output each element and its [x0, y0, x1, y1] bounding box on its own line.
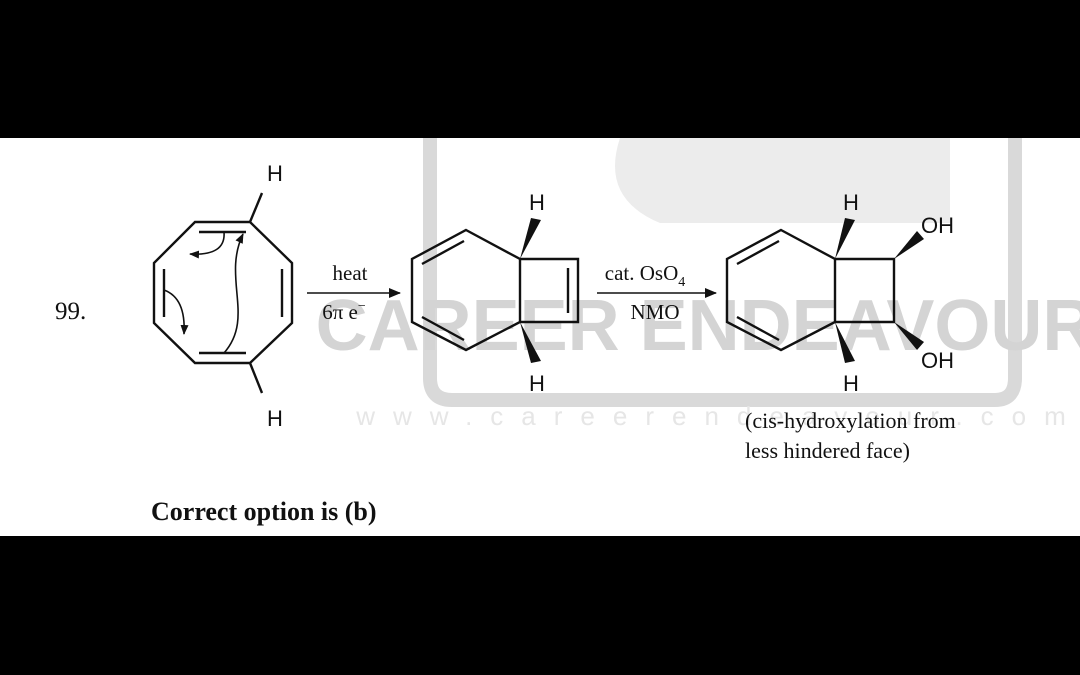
- watermark-url: www.careerendeavour.com: [355, 401, 1080, 431]
- step1-reagent: heat: [333, 261, 368, 285]
- reaction-scheme: CAREER ENDEAVOUR www.careerendeavour.com…: [55, 138, 1080, 526]
- step2-condition: NMO: [630, 300, 679, 324]
- note-line-1: (cis-hydroxylation from: [745, 408, 956, 433]
- step1-condition: 6π e−: [322, 299, 366, 324]
- molecule-cis-diol: H H OH OH: [725, 190, 954, 396]
- electron-arrow-2: [163, 289, 189, 335]
- h-label-top: H: [267, 161, 283, 186]
- step2-reagent: cat. OsO4: [605, 261, 685, 290]
- electron-arrow-1: [189, 231, 225, 259]
- molecule-bicyclooctatriene: H H: [410, 190, 580, 396]
- h-label-bottom: H: [843, 371, 859, 396]
- solution-panel: CAREER ENDEAVOUR www.careerendeavour.com…: [0, 138, 1080, 536]
- h-label-top: H: [529, 190, 545, 215]
- note-line-2: less hindered face): [745, 438, 910, 463]
- h-label-top: H: [843, 190, 859, 215]
- reaction-arrow-2: cat. OsO4 NMO: [597, 261, 717, 324]
- watermark-brand: CAREER ENDEAVOUR: [316, 286, 1080, 366]
- h-label-bottom: H: [529, 371, 545, 396]
- electron-arrow-3: [223, 233, 244, 354]
- h-label-bottom: H: [267, 406, 283, 431]
- reaction-arrow-1: heat 6π e−: [307, 261, 401, 324]
- question-number: 99.: [55, 298, 86, 325]
- answer-text: Correct option is (b): [151, 497, 377, 526]
- oh-label-bottom: OH: [921, 348, 954, 373]
- oh-label-top: OH: [921, 213, 954, 238]
- watermark: CAREER ENDEAVOUR www.careerendeavour.com: [316, 138, 1080, 431]
- molecule-cyclooctatetraene: H H: [152, 161, 294, 431]
